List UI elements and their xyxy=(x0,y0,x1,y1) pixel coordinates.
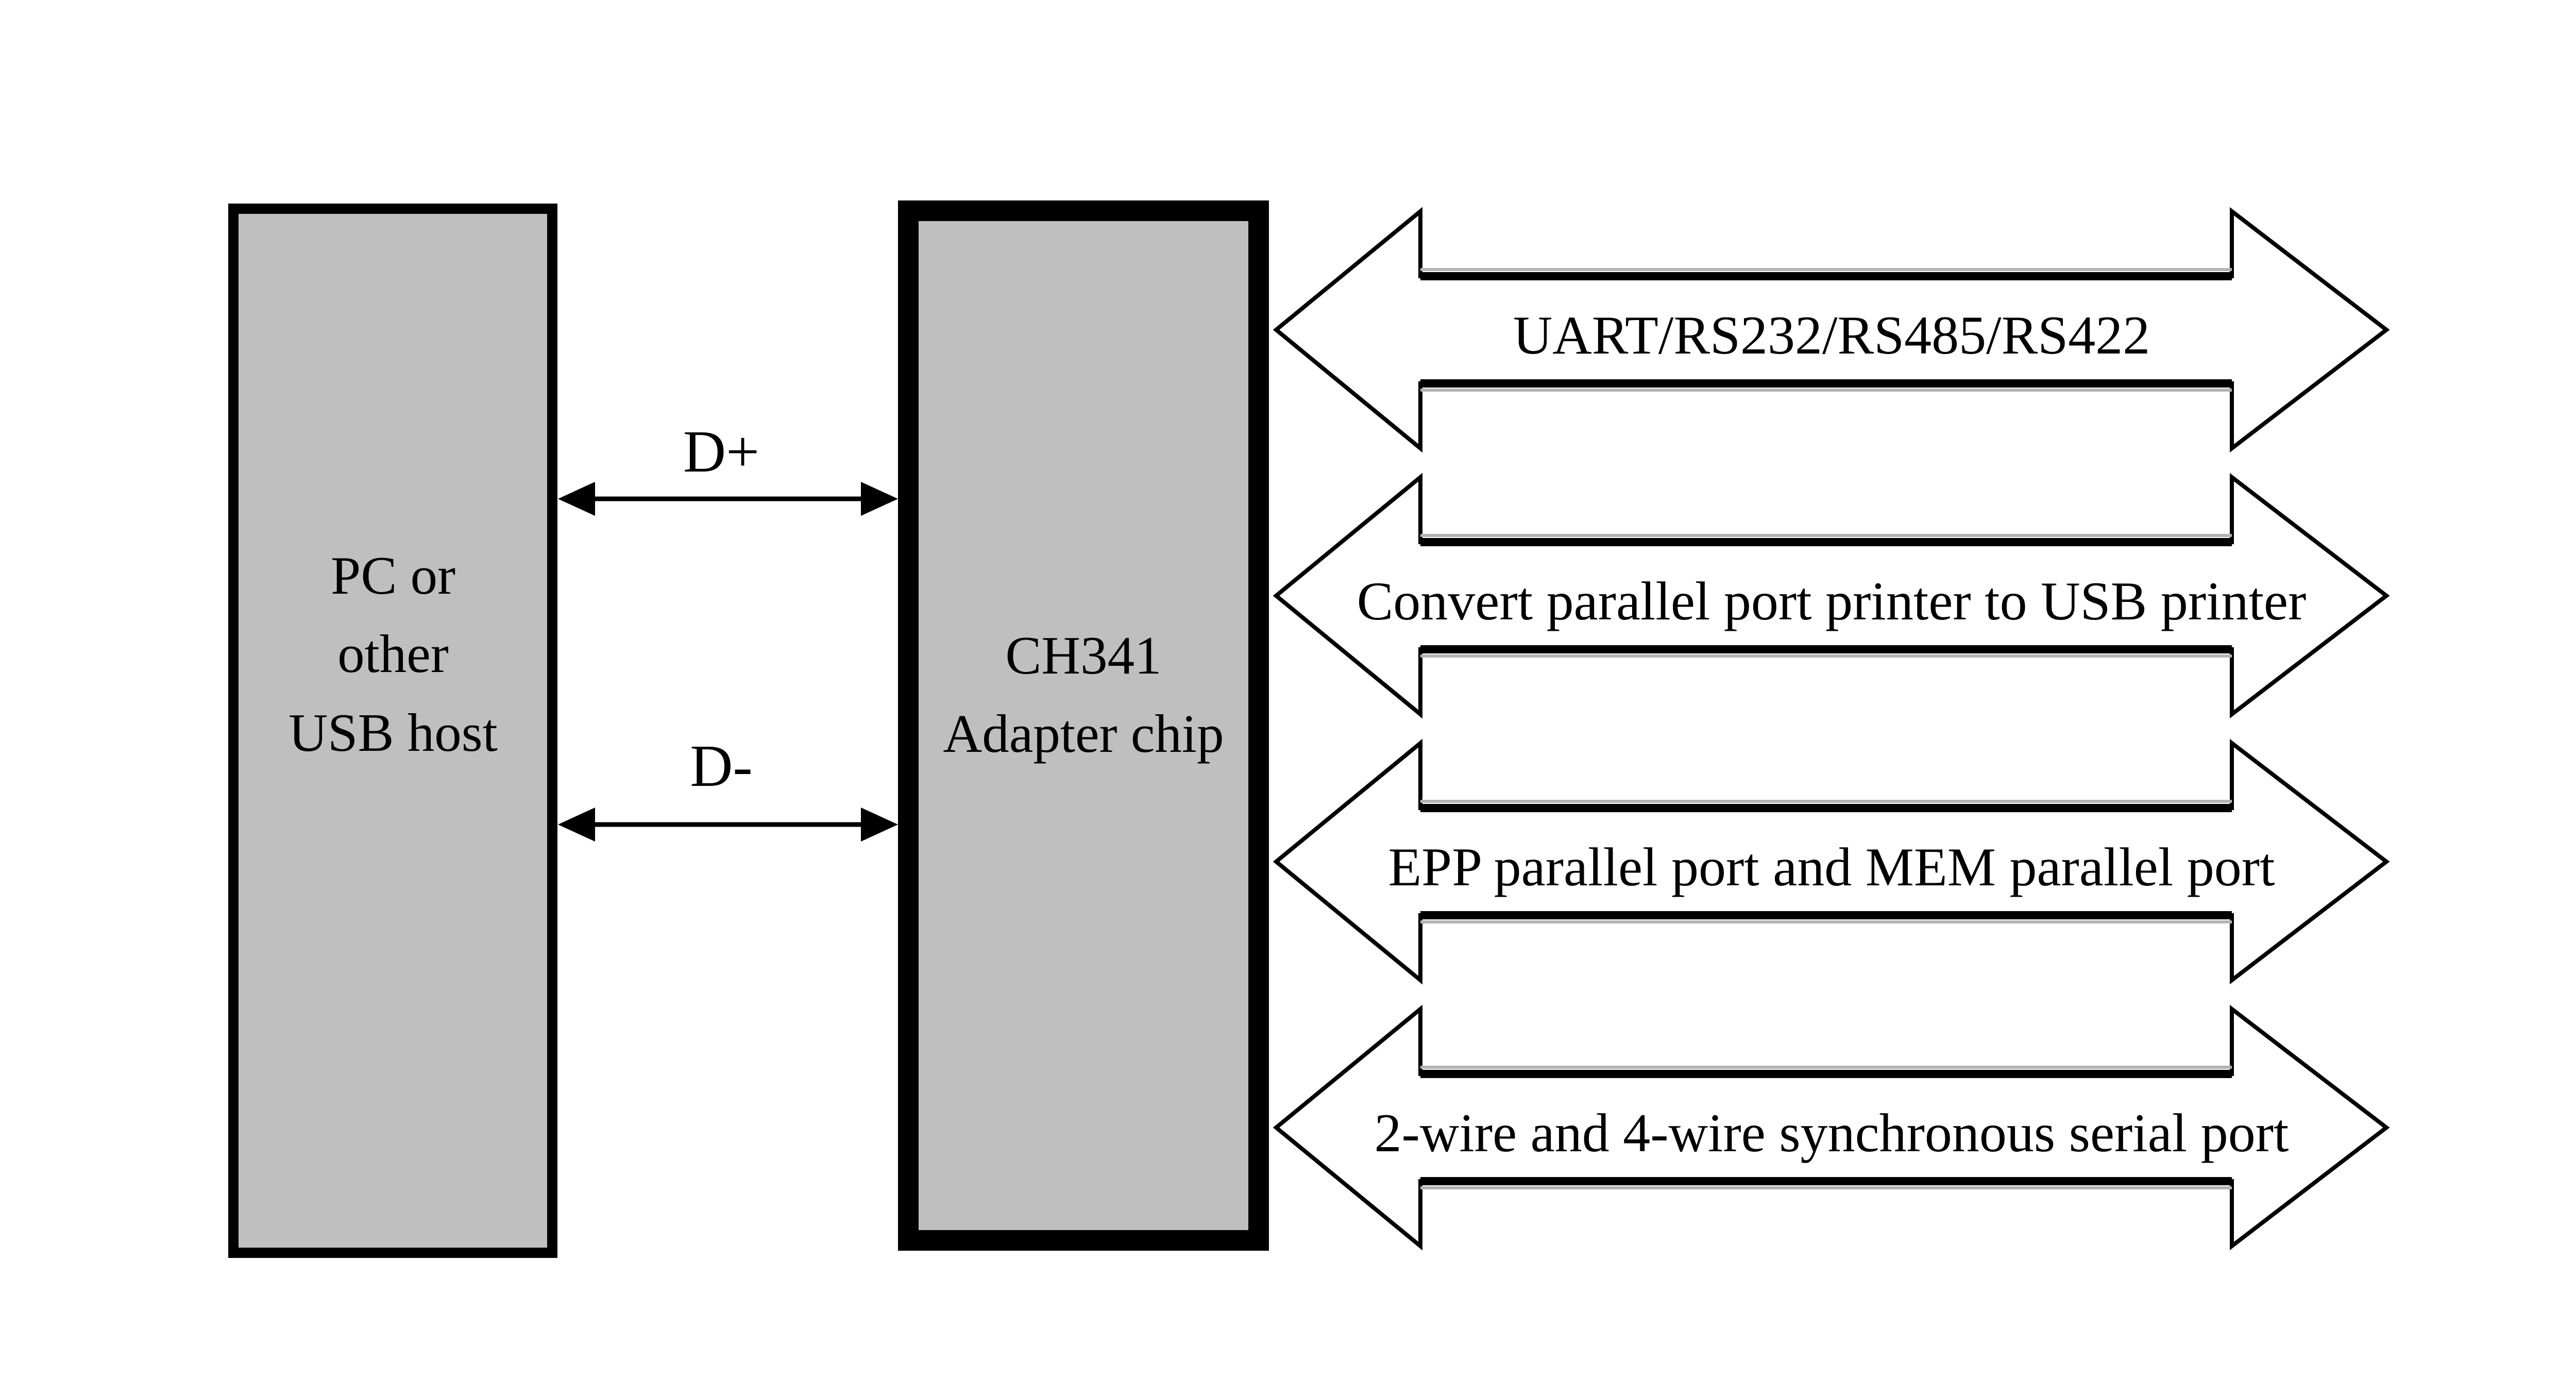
chip-box-label-line-2: Adapter chip xyxy=(943,703,1224,764)
host-box-label-line-1: PC or xyxy=(331,545,455,606)
dplus-arrowhead-right-icon xyxy=(861,482,898,516)
function-arrow-epp-outline xyxy=(1273,738,2390,985)
function-arrow-uart: UART/RS232/RS485/RS422 xyxy=(1273,207,2390,453)
function-arrow-printer-outline xyxy=(1273,473,2390,719)
dminus-signal-arrow: D- xyxy=(558,733,898,842)
host-box-label-line-2: other xyxy=(337,624,449,684)
function-arrow-sync-serial-outline xyxy=(1273,1004,2390,1251)
host-box-label-line-3: USB host xyxy=(289,702,498,763)
chip-box-label-line-1: CH341 xyxy=(1005,625,1161,685)
host-box xyxy=(228,204,557,1258)
function-arrow-epp: EPP parallel port and MEM parallel port xyxy=(1273,738,2390,985)
dplus-arrowhead-left-icon xyxy=(558,482,595,516)
function-arrow-epp-label: EPP parallel port and MEM parallel port xyxy=(1388,837,2275,897)
dminus-label: D- xyxy=(690,733,752,799)
dminus-arrowhead-right-icon xyxy=(861,808,898,842)
dplus-signal-arrow: D+ xyxy=(558,419,898,516)
dplus-label: D+ xyxy=(683,419,759,484)
function-arrow-printer: Convert parallel port printer to USB pri… xyxy=(1273,473,2390,719)
function-arrow-sync-serial-label: 2-wire and 4-wire synchronous serial por… xyxy=(1375,1103,2289,1163)
function-arrow-printer-label: Convert parallel port printer to USB pri… xyxy=(1357,571,2307,631)
function-arrow-sync-serial: 2-wire and 4-wire synchronous serial por… xyxy=(1273,1004,2390,1251)
dminus-arrowhead-left-icon xyxy=(558,808,595,842)
function-arrow-uart-label: UART/RS232/RS485/RS422 xyxy=(1513,305,2150,365)
function-arrow-uart-outline xyxy=(1273,207,2390,453)
chip-box xyxy=(898,200,1269,1251)
